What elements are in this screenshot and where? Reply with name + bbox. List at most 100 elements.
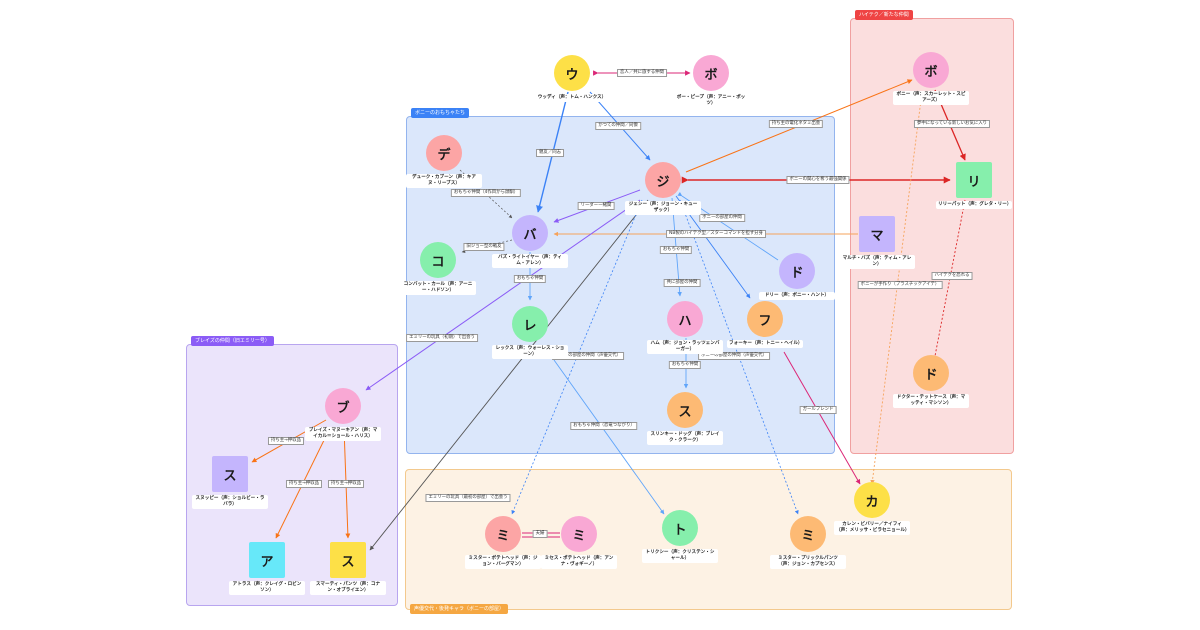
edge-label: リーダー一緒関 — [577, 202, 615, 210]
edge-label: 持ち主→押収品 — [267, 437, 305, 445]
node-label: スマーティ・パンツ（声：コナン・オブライエン） — [310, 581, 386, 595]
node-label: カレン・ビバリー／ナイフィ（声：メリッサ・ビラセニョール） — [834, 521, 910, 535]
node-forky[interactable]: フ — [747, 301, 783, 337]
node-label: ウッディ（声：トム・ハンクス） — [534, 94, 610, 102]
edge-jessie-blaze — [365, 199, 641, 391]
node-label: アトラス（声：クレイグ・ロビンソン） — [229, 581, 305, 595]
node-label: ブレイズ・マヌーキアン（声：マイカル＝ショール・ハリス） — [305, 427, 381, 441]
group-andy-title: ボニーのおもちゃたち — [411, 108, 470, 118]
node-label: スリンキー・ドッグ（声：ブレイク・クラーク） — [647, 431, 723, 445]
node-dolly[interactable]: ド — [779, 253, 815, 289]
node-label: ミセス・ポテトヘッド（声：アンナ・ヴォギーノ） — [541, 555, 617, 569]
node-bonnie[interactable]: ボ — [913, 52, 949, 88]
node-label: ジェシー（声：ジョーン・キューザック） — [625, 201, 701, 215]
node-label: リリーパット（声：グレタ・リー） — [936, 201, 1012, 209]
edge-label: 持ち主→押収品 — [285, 480, 323, 488]
node-woody[interactable]: ウ — [554, 55, 590, 91]
node-label: ドリー（声：ボニー・ハント） — [759, 292, 835, 300]
edge-label: ハイテクを恐れる — [931, 272, 973, 280]
edge-forky-karen — [783, 351, 861, 485]
node-glyph: ス — [341, 554, 355, 570]
edge-label: 共に部屋の仲間 — [663, 279, 701, 287]
node-buzz[interactable]: バ — [512, 215, 548, 251]
node-label: ボー・ピープ（声：アニー・ポッツ） — [673, 94, 749, 108]
node-label: ミスター・プリックルパンツ（声：ジョン・カプセンス） — [770, 555, 846, 569]
node-glyph: ブ — [336, 400, 350, 416]
node-label: フォーキー（声：トニー・ヘイル） — [727, 340, 803, 348]
group-hightech-title: ハイテク／新たな仲間 — [855, 10, 913, 20]
node-label: トリクシー（声：クリステン・シャール） — [642, 549, 718, 563]
edge-label: ボニーが手作り（プラスチックアイテ） — [857, 281, 943, 289]
node-label: スヌッピー（声：ショルビー・ラバラ） — [192, 495, 268, 509]
node-glyph: コ — [431, 254, 445, 270]
node-glyph: マ — [870, 228, 884, 244]
node-karen[interactable]: カ — [854, 482, 890, 518]
node-glyph: ミ — [572, 528, 586, 544]
node-glyph: ド — [790, 265, 804, 281]
node-label: コンバット・カール（声：アーニー・ハドソン） — [400, 281, 476, 295]
node-glyph: ド — [924, 367, 938, 383]
edge-label: 持ち主の電化ネタミ出会 — [768, 120, 824, 128]
node-glyph: レ — [523, 318, 537, 334]
edge-rex-trixie — [553, 359, 665, 515]
node-glyph: ス — [678, 404, 692, 420]
node-bopeep[interactable]: ボ — [693, 55, 729, 91]
group-blaze-title: ブレイズの仲間（旧エミリー号） — [191, 336, 274, 346]
edge-jessie-smarty — [369, 199, 649, 551]
node-slinky[interactable]: ス — [667, 392, 703, 428]
node-glyph: ア — [260, 554, 274, 570]
node-marty[interactable]: マ — [859, 216, 895, 252]
edge-label: おもちゃ仲間 — [659, 246, 693, 254]
node-label: ボニー（声：スカーレット・スピアーズ） — [893, 91, 969, 105]
node-ham[interactable]: ハ — [667, 301, 703, 337]
node-snoopy[interactable]: ス — [212, 456, 248, 492]
node-label: レックス（声：ウォーレス・ショーン） — [492, 345, 568, 359]
edge-label: おもちゃ仲間 — [668, 361, 702, 369]
node-label: ドクター・テットケース（声：マッティ・マシソン） — [893, 394, 969, 408]
edge-label: 旧ジョー型の戦友 — [463, 243, 505, 251]
node-jessie[interactable]: ジ — [645, 162, 681, 198]
node-glyph: デ — [437, 147, 451, 163]
edge-label: おもちゃ仲間 — [513, 275, 547, 283]
edge-label: ボニーの部屋の仲間（声優交代） — [698, 352, 770, 360]
node-label: ミスター・ポテトヘッド（声：ジョン・バーグマン） — [465, 555, 541, 569]
node-glyph: ミ — [801, 528, 815, 544]
node-label: バズ・ライトイヤー（声：ティム・アレン） — [492, 254, 568, 268]
group-guest-title: 声優交代・後発キャラ（ボニーの部屋） — [410, 604, 509, 614]
node-combat[interactable]: コ — [420, 242, 456, 278]
edge-label: おもちゃ仲間（恐竜つながり） — [570, 422, 638, 430]
node-glyph: ウ — [565, 67, 579, 83]
edge-label: エミリーの玩具（最初の部屋）で出会う — [425, 494, 511, 502]
edge-label: エミリーの玩具（初期）で出会う — [406, 334, 478, 342]
node-glyph: ジ — [656, 174, 670, 190]
node-glyph: ハ — [678, 313, 692, 329]
edge-label: 夫婦 — [532, 530, 548, 538]
node-atlas[interactable]: ア — [249, 542, 285, 578]
edge-label: ボニーの部屋の仲間 — [699, 214, 745, 222]
node-label: ハム（声：ジョン・ラッツェンバーガー） — [647, 340, 723, 354]
node-label: デューク・カブーン（声：キアヌ・リーブス） — [406, 174, 482, 188]
edge-label: NB製のハイテク型／スターコマンドを担す分身 — [666, 230, 766, 238]
node-glyph: カ — [865, 494, 879, 510]
node-rex[interactable]: レ — [512, 306, 548, 342]
node-duke[interactable]: デ — [426, 135, 462, 171]
node-trixie[interactable]: ト — [662, 510, 698, 546]
node-glyph: フ — [758, 313, 772, 329]
edge-label: ボニーの関心を奪う最強関係 — [786, 176, 850, 184]
node-glyph: ボ — [704, 67, 718, 83]
node-smarty[interactable]: ス — [330, 542, 366, 578]
node-blaze[interactable]: ブ — [325, 388, 361, 424]
node-glyph: ト — [673, 522, 687, 538]
node-prickle[interactable]: ミ — [790, 516, 826, 552]
node-mrspotato[interactable]: ミ — [561, 516, 597, 552]
edge-label: おもちゃ仲間（4作目から顔馴） — [450, 189, 522, 197]
node-mrpotato[interactable]: ミ — [485, 516, 521, 552]
group-andy: ボニーのおもちゃたち — [406, 108, 835, 454]
edge-label: 夢中になっている新しいお気に入り — [913, 120, 991, 128]
node-glyph: ボ — [924, 64, 938, 80]
edge-lily-doctor — [934, 199, 966, 357]
node-lily[interactable]: リ — [956, 162, 992, 198]
node-doctor[interactable]: ド — [913, 355, 949, 391]
edge-label: 持ち主→押収品 — [327, 480, 365, 488]
